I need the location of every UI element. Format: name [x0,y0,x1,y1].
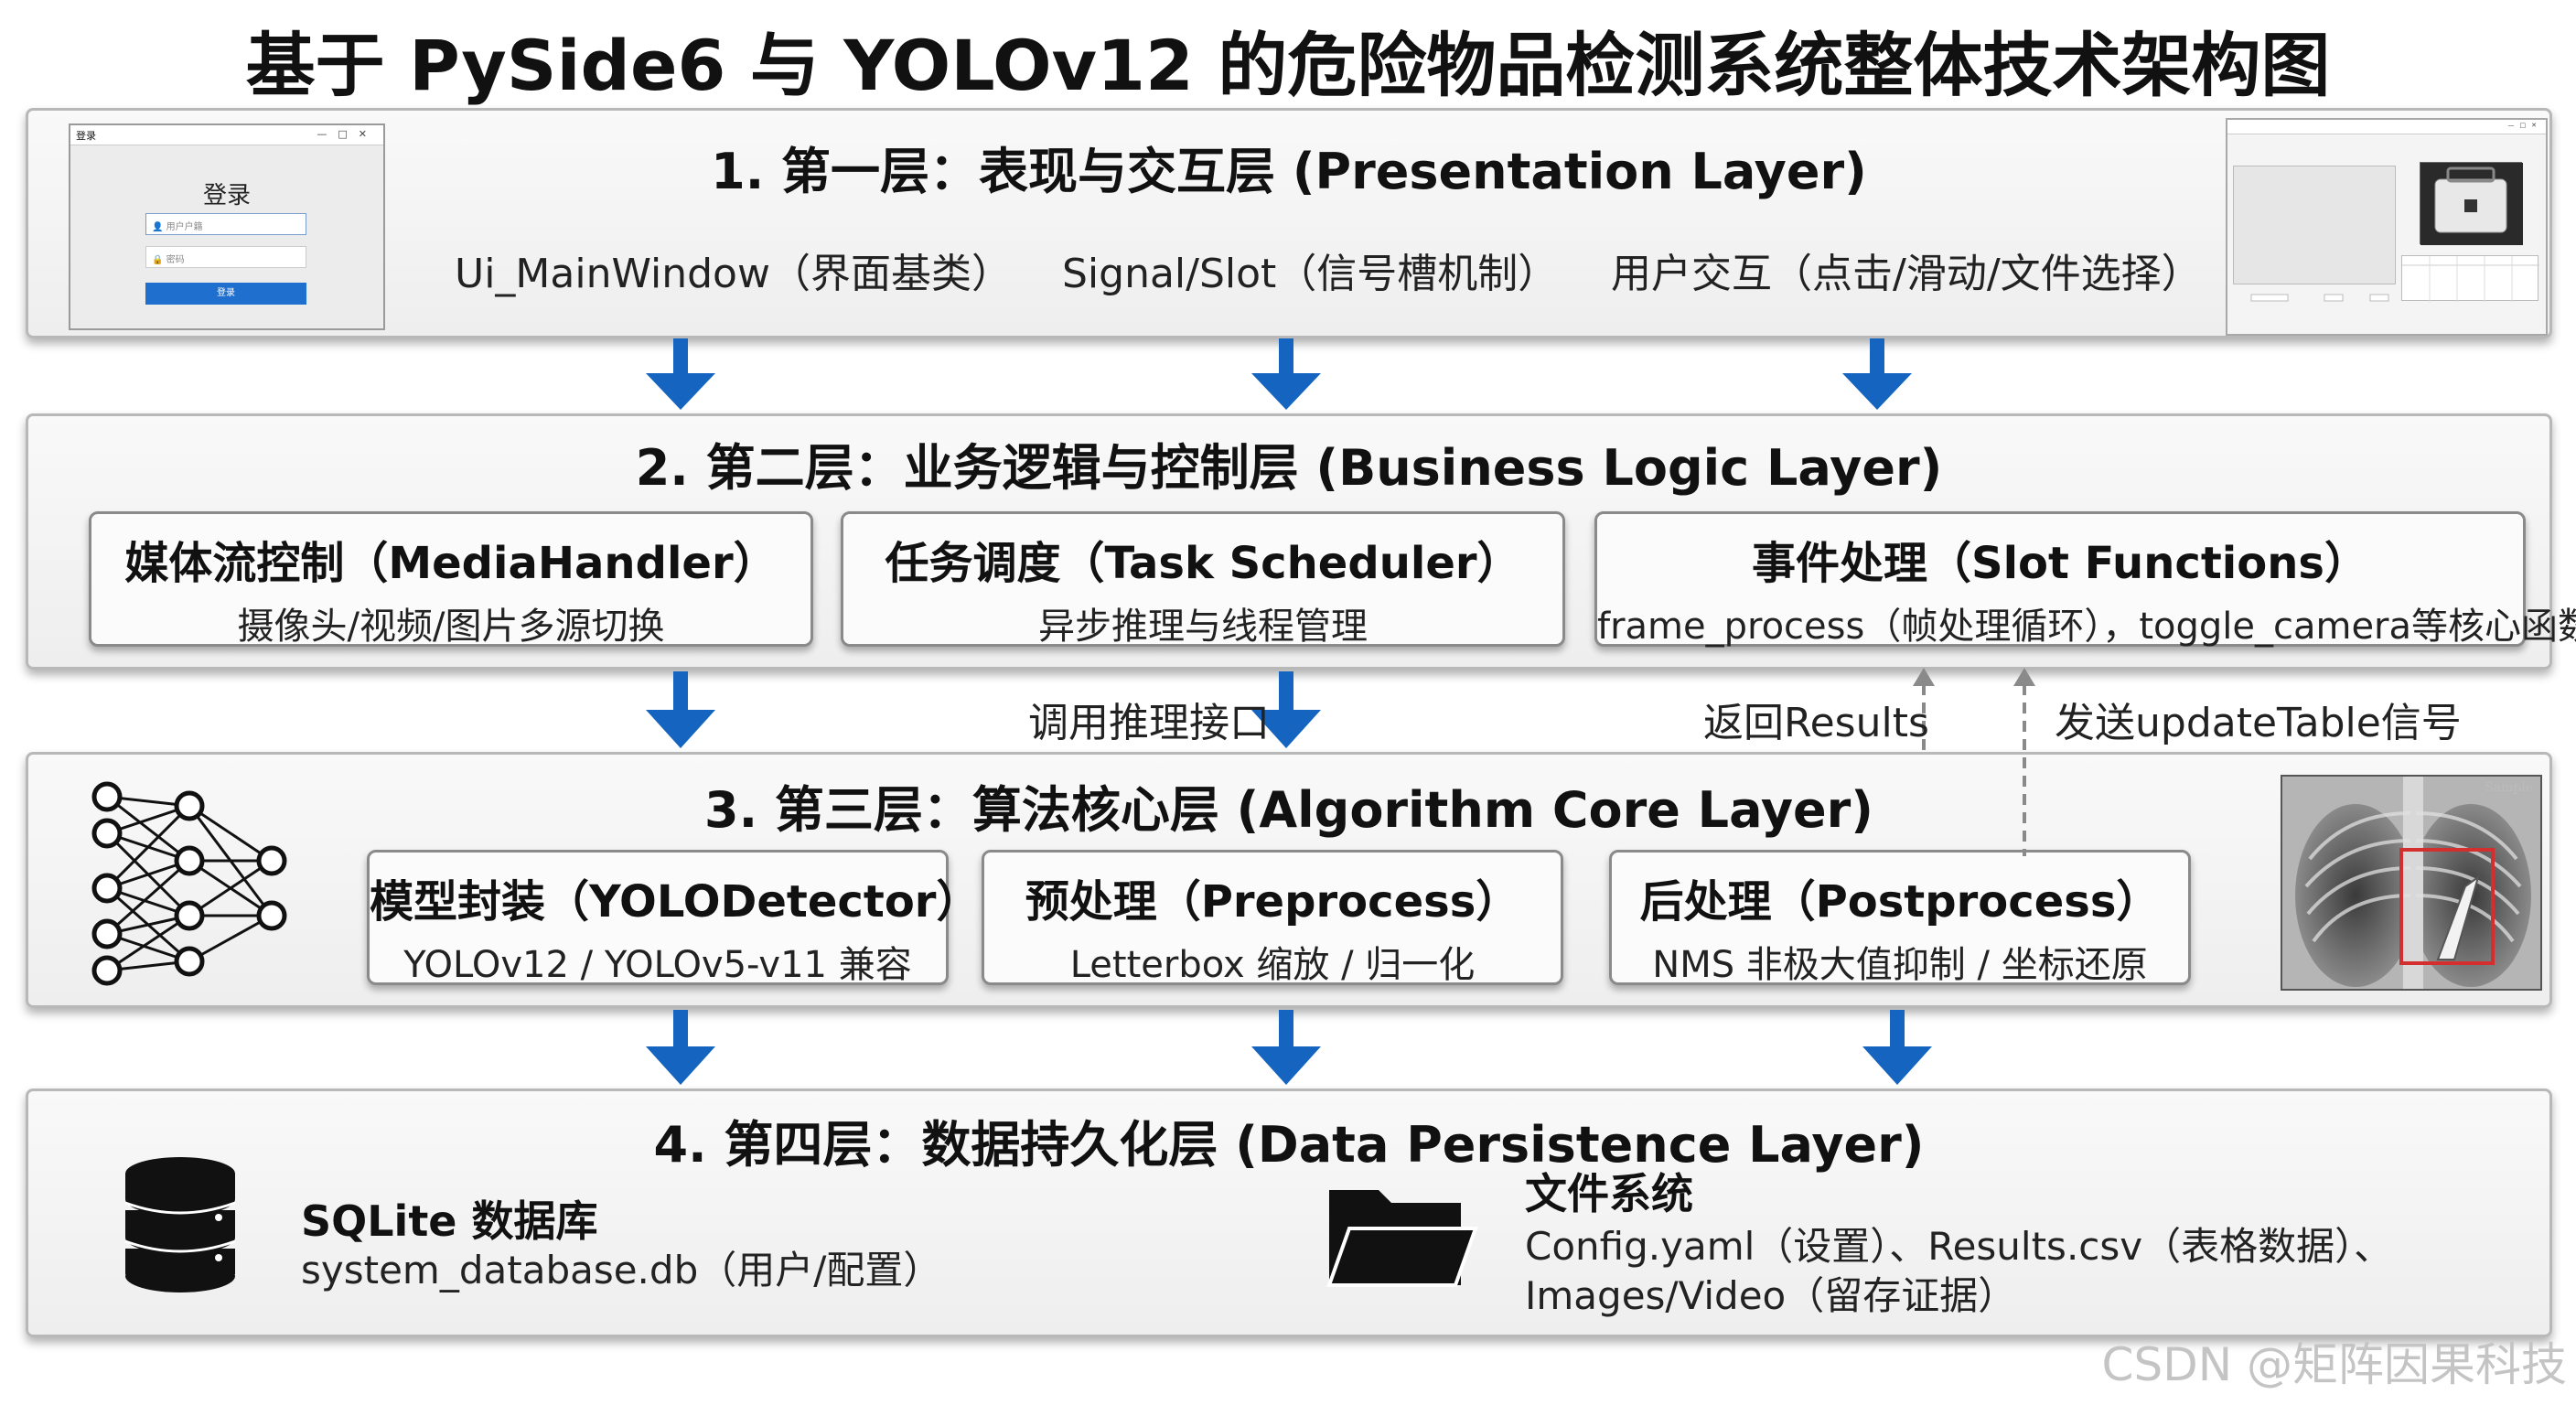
xray-detection-image: Sample [2281,775,2542,991]
window-controls-icon: —□✕ [317,128,378,140]
layer-algorithm-core: 3. 第三层：算法核心层 (Algorithm Core Layer) 模型封装… [26,752,2552,1008]
user-icon: 👤 [152,222,166,232]
label-return-results: 返回Results [1703,700,1929,746]
layer-title: 1. 第一层：表现与交互层 (Presentation Layer) [711,143,1867,200]
box-title: 任务调度（Task Scheduler） [885,538,1521,589]
arrow-down-icon [1251,671,1321,748]
layer-title: 4. 第四层：数据持久化层 (Data Persistence Layer) [653,1116,1925,1174]
dashed-arrow-up-icon [1913,668,1935,750]
main-window-display-area [2233,166,2396,284]
arrow-down-icon [1862,1010,1932,1085]
label-call-inference: 调用推理接口 [1028,700,1270,746]
fs-title: 文件系统 [1525,1169,1693,1218]
dashed-arrow-up-icon [2013,668,2035,856]
main-window-menu [2227,134,2546,145]
layer-title: 3. 第三层：算法核心层 (Algorithm Core Layer) [704,781,1873,839]
layer-business-logic: 2. 第二层：业务逻辑与控制层 (Business Logic Layer) 媒… [26,413,2576,670]
item-signal-slot: Signal/Slot（信号槽机制） [1062,251,1559,297]
arrow-down-icon [646,671,715,748]
layer-presentation: 1. 第一层：表现与交互层 (Presentation Layer) 登录 —□… [26,108,2552,338]
neural-network-icon [91,781,287,986]
login-titlebar: 登录 —□✕ [70,125,383,145]
box-title: 模型封装（YOLODetector） [370,876,981,928]
arrow-down-icon [646,338,715,410]
box-slot-functions: 事件处理（Slot Functions） frame_process（帧处理循环… [1594,511,2576,648]
xray-sample-label: Sample [2485,780,2533,795]
db-title: SQLite 数据库 [301,1196,598,1246]
box-subtitle: 异步推理与线程管理 [1038,606,1368,648]
box-preprocess: 预处理（Preprocess） Letterbox 缩放 / 归一化 [982,850,1563,986]
arrow-down-icon [1251,1010,1321,1085]
main-window-preview-image [2420,162,2523,245]
main-window-screenshot: —□✕ [2226,118,2548,336]
knife-shape [2436,874,2480,960]
login-window-screenshot: 登录 —□✕ 登录 👤 用户户籍 🔒 密码 登录 [69,123,385,330]
main-window-result-table [2401,255,2539,302]
box-subtitle: 摄像头/视频/图片多源切换 [237,606,665,648]
box-media-handler: 媒体流控制（MediaHandler） 摄像头/视频/图片多源切换 [89,511,813,648]
box-subtitle: frame_process（帧处理循环），toggle_camera等核心函数 [1597,606,2576,648]
database-icon [124,1157,236,1292]
detection-bounding-box [2399,848,2495,965]
box-yolo-detector: 模型封装（YOLODetector） YOLOv12 / YOLOv5-v11 … [367,850,981,986]
box-title: 媒体流控制（MediaHandler） [124,538,778,589]
arrow-down-icon [646,1010,715,1085]
box-subtitle: Letterbox 缩放 / 归一化 [1069,944,1476,986]
username-field: 👤 用户户籍 [145,213,306,235]
luggage-image [2420,163,2523,245]
lock-icon: 🔒 [152,255,166,265]
item-ui-mainwindow: Ui_MainWindow（界面基类） [455,251,1012,297]
fs-line-1: Config.yaml（设置）、Results.csv（表格数据）、 [1525,1224,2393,1269]
label-send-update-table: 发送updateTable信号 [2055,700,2462,746]
diagram-title: 基于 PySide6 与 YOLOv12 的危险物品检测系统整体技术架构图 [245,25,2331,106]
box-title: 事件处理（Slot Functions） [1752,538,2368,589]
login-button: 登录 [145,283,306,305]
layer-title: 2. 第二层：业务逻辑与控制层 (Business Logic Layer) [635,439,1943,497]
password-field: 🔒 密码 [145,246,306,268]
box-task-scheduler: 任务调度（Task Scheduler） 异步推理与线程管理 [841,511,1565,648]
db-subtitle: system_database.db（用户/配置） [301,1248,942,1292]
arrow-down-icon [1842,338,1912,410]
window-controls-icon: —□✕ [2507,122,2542,129]
fs-line-2: Images/Video（留存证据） [1525,1273,2017,1318]
box-subtitle: YOLOv12 / YOLOv5-v11 兼容 [403,944,912,986]
main-window-controls-row [2233,294,2535,303]
item-user-interaction: 用户交互（点击/滑动/文件选择） [1611,251,2202,297]
login-titlebar-text: 登录 [76,130,96,142]
arrow-down-icon [1251,338,1321,410]
login-heading: 登录 [202,182,251,209]
xray-chest-image [2282,777,2540,989]
box-title: 后处理（Postprocess） [1639,876,2161,928]
folder-icon [1326,1190,1478,1287]
box-postprocess: 后处理（Postprocess） NMS 非极大值抑制 / 坐标还原 [1609,850,2191,986]
layer-data-persistence: 4. 第四层：数据持久化层 (Data Persistence Layer) S… [26,1089,2552,1337]
box-subtitle: NMS 非极大值抑制 / 坐标还原 [1652,944,2148,986]
watermark: CSDN @矩阵因果科技 [2101,1338,2567,1391]
main-window-titlebar: —□✕ [2227,120,2546,134]
password-placeholder: 密码 [166,255,185,265]
box-title: 预处理（Preprocess） [1025,876,1520,928]
username-placeholder: 用户户籍 [166,222,203,232]
